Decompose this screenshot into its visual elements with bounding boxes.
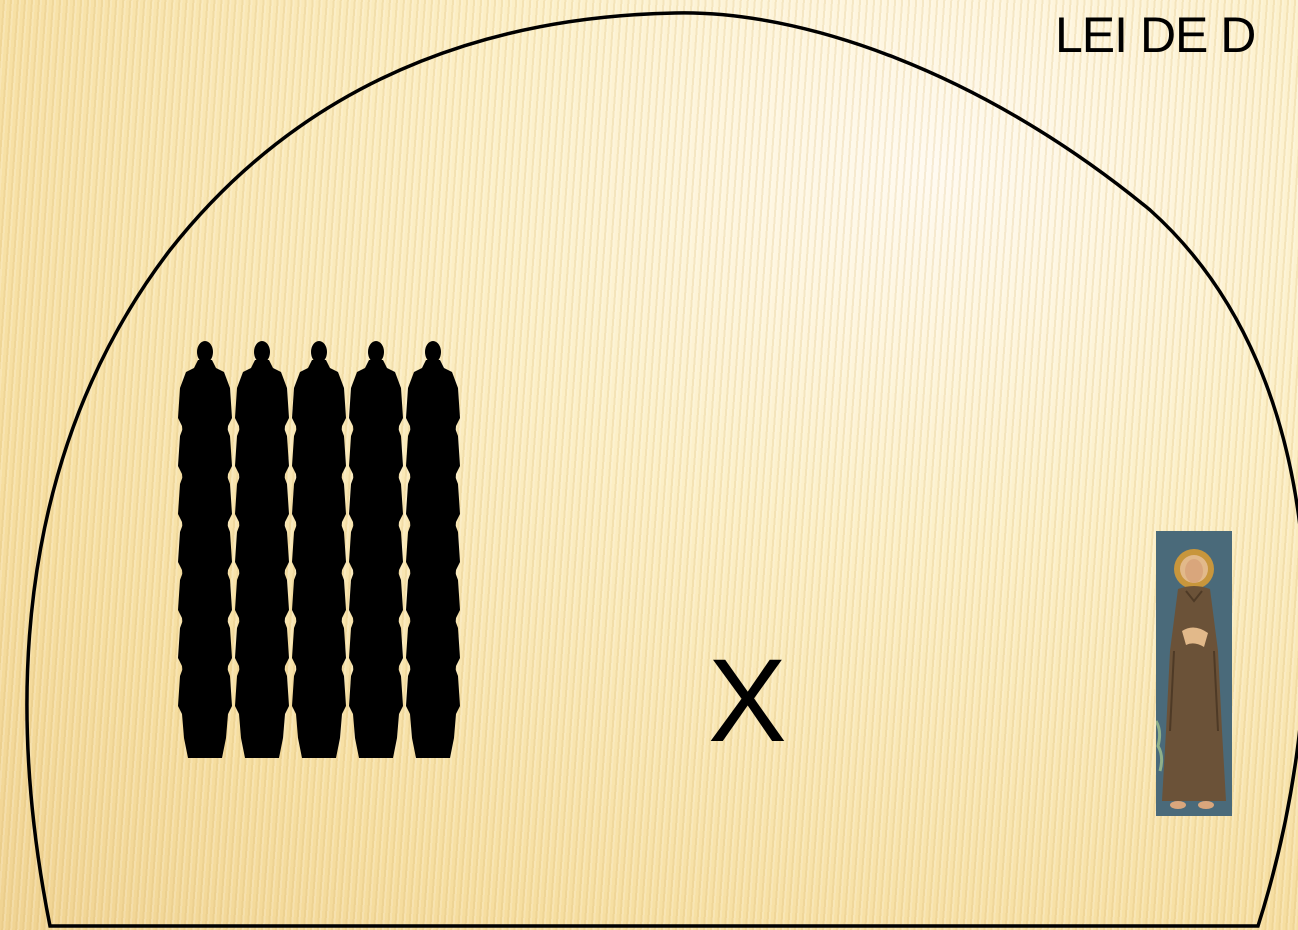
crowd-silhouettes [178, 340, 468, 820]
saint-figure-image [1156, 531, 1232, 816]
slide-title: LEI DE D [1055, 6, 1255, 64]
versus-symbol: X [708, 642, 787, 760]
